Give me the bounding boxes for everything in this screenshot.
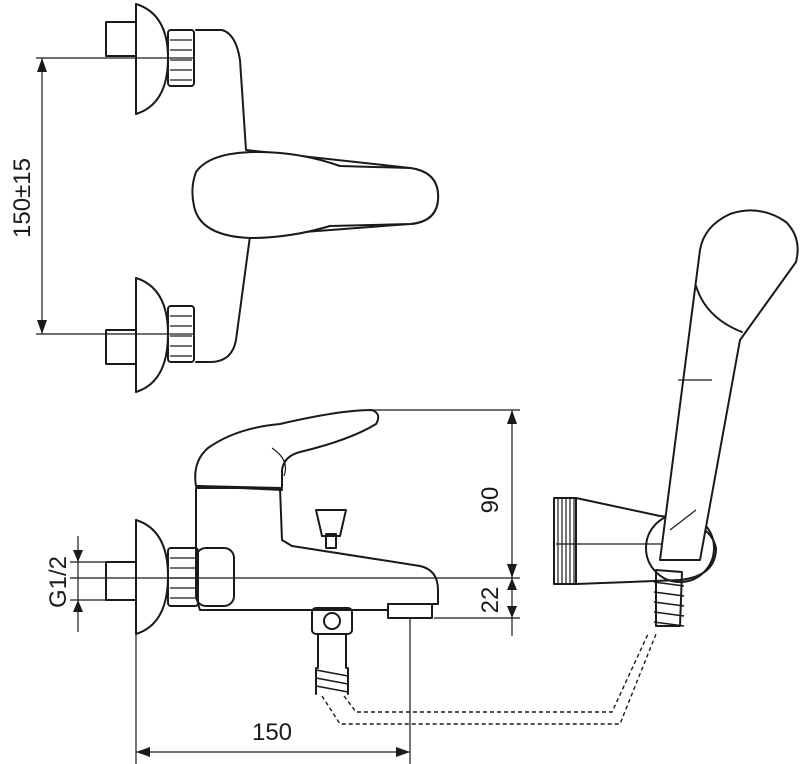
dim-height: 90 22 [372, 409, 520, 636]
nut-spacing-label: 150±15 [9, 158, 36, 238]
dim-thread: G1/2 [45, 536, 108, 632]
diverter-knob [315, 509, 347, 549]
hose-dashed [321, 633, 657, 725]
top-view-lever [191, 151, 440, 239]
thread-label: G1/2 [45, 556, 72, 608]
top-eccentric-upper [105, 3, 195, 115]
hose-connector [311, 607, 353, 695]
height-label: 90 [477, 487, 504, 514]
hand-shower [653, 209, 799, 627]
reach-label: 150 [252, 719, 292, 746]
hand-shower-body [659, 209, 799, 561]
top-view [36, 3, 440, 393]
front-view-lever [194, 409, 380, 489]
dim-reach: 150 [135, 618, 411, 764]
spout-drop-label: 22 [477, 587, 504, 614]
top-eccentric-lower [105, 277, 195, 393]
front-view-body [195, 487, 439, 611]
front-view [70, 409, 520, 695]
dim-nut-spacing: 150±15 [9, 58, 47, 334]
